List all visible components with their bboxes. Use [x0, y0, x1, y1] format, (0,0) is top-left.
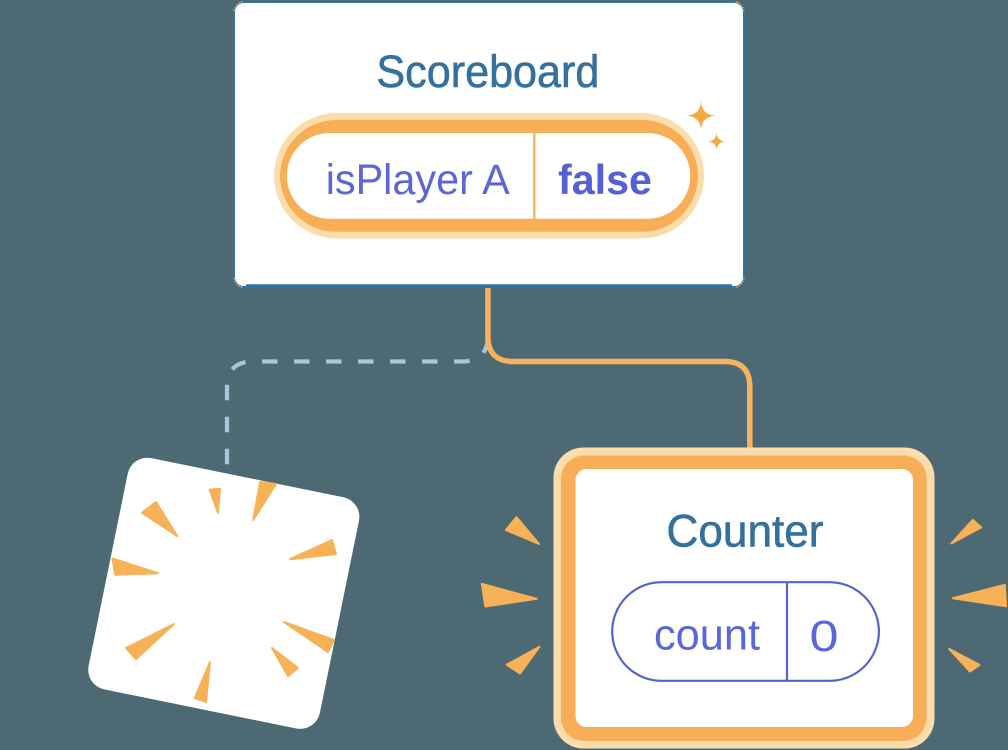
svg-text:0: 0: [810, 612, 839, 661]
svg-text:Scoreboard: Scoreboard: [376, 46, 599, 97]
svg-text:Counter: Counter: [667, 505, 824, 556]
svg-text:false: false: [558, 156, 652, 203]
svg-text:isPlayer A: isPlayer A: [326, 156, 510, 204]
svg-text:count: count: [654, 610, 760, 659]
